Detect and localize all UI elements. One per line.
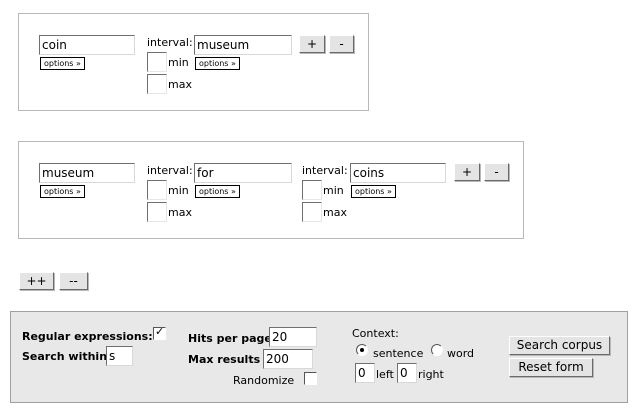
interval-min-label: min bbox=[168, 56, 189, 69]
query-box-2: museum options » interval: min max for o… bbox=[18, 141, 524, 239]
left-context-input[interactable]: 0 bbox=[355, 363, 375, 383]
checkmark-icon: ✓ bbox=[155, 325, 165, 338]
remove-token-button[interactable]: - bbox=[329, 35, 354, 53]
search-within-label: Search within: bbox=[22, 350, 112, 363]
hits-per-page-label: Hits per page: bbox=[188, 332, 277, 345]
token-2-options-button[interactable]: options » bbox=[195, 57, 240, 70]
word-radio[interactable] bbox=[431, 344, 443, 356]
interval-1-min-checkbox[interactable] bbox=[147, 180, 167, 200]
left-label: left bbox=[376, 368, 394, 381]
word-label: word bbox=[447, 347, 475, 360]
token-3-input[interactable]: coins bbox=[350, 163, 446, 183]
interval-label: interval: bbox=[147, 36, 193, 49]
right-label: right bbox=[418, 368, 444, 381]
remove-query-button[interactable]: -- bbox=[59, 272, 88, 290]
randomize-checkbox[interactable] bbox=[304, 372, 317, 385]
add-query-button[interactable]: ++ bbox=[19, 272, 54, 290]
token-1-options-button[interactable]: options » bbox=[40, 57, 85, 70]
regex-checkbox[interactable]: ✓ bbox=[153, 325, 166, 340]
interval-2-label: interval: bbox=[302, 164, 348, 177]
randomize-label: Randomize bbox=[233, 374, 295, 387]
token-2-input[interactable]: museum bbox=[194, 35, 292, 55]
max-results-label: Max results : bbox=[188, 353, 269, 366]
token-1-input[interactable]: coin bbox=[39, 35, 135, 55]
add-token-button[interactable]: + bbox=[454, 163, 480, 181]
interval-2-min-label: min bbox=[323, 184, 344, 197]
interval-max-checkbox[interactable] bbox=[147, 74, 167, 94]
interval-1-max-checkbox[interactable] bbox=[147, 202, 167, 222]
interval-min-checkbox[interactable] bbox=[147, 52, 167, 72]
token-2-input[interactable]: for bbox=[194, 163, 292, 183]
token-1-input[interactable]: museum bbox=[39, 163, 135, 183]
search-settings-panel: Regular expressions: ✓ Search within: s … bbox=[10, 311, 628, 403]
sentence-label: sentence bbox=[373, 347, 424, 360]
interval-2-max-checkbox[interactable] bbox=[302, 202, 322, 222]
reset-form-button[interactable]: Reset form bbox=[509, 358, 593, 377]
interval-1-min-label: min bbox=[168, 184, 189, 197]
regex-label: Regular expressions: bbox=[22, 330, 153, 343]
token-2-options-button[interactable]: options » bbox=[195, 185, 240, 198]
right-context-input[interactable]: 0 bbox=[397, 363, 417, 383]
context-label: Context: bbox=[352, 327, 399, 340]
interval-max-label: max bbox=[168, 78, 192, 91]
token-1-options-button[interactable]: options » bbox=[40, 185, 85, 198]
search-within-input[interactable]: s bbox=[106, 346, 133, 366]
interval-1-max-label: max bbox=[168, 206, 192, 219]
interval-1-label: interval: bbox=[147, 164, 193, 177]
remove-token-button[interactable]: - bbox=[484, 163, 509, 181]
token-3-options-button[interactable]: options » bbox=[351, 185, 396, 198]
hits-per-page-input[interactable]: 20 bbox=[269, 327, 317, 347]
search-corpus-button[interactable]: Search corpus bbox=[509, 336, 610, 355]
max-results-input[interactable]: 200 bbox=[263, 349, 313, 369]
add-token-button[interactable]: + bbox=[299, 35, 325, 53]
interval-2-min-checkbox[interactable] bbox=[302, 180, 322, 200]
sentence-radio[interactable] bbox=[356, 344, 368, 356]
query-box-1: coin options » interval: min max museum … bbox=[18, 13, 369, 111]
interval-2-max-label: max bbox=[323, 206, 347, 219]
